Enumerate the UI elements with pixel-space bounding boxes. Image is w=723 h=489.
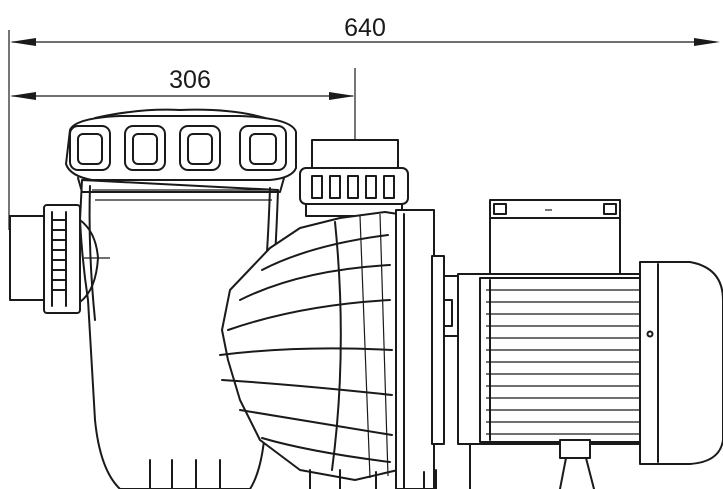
base-feet [309, 469, 437, 489]
dimension-640-label: 640 [344, 14, 386, 42]
motor-flange [395, 209, 459, 489]
dimension-overall: 640 [8, 14, 720, 230]
outlet-union [299, 139, 409, 217]
volute-housing [219, 211, 399, 481]
dimension-306-label: 306 [169, 66, 211, 94]
dimension-inlet-outlet: 306 [10, 66, 356, 160]
inlet-union [9, 204, 110, 314]
strainer-housing [65, 108, 297, 489]
electric-motor [457, 199, 723, 489]
